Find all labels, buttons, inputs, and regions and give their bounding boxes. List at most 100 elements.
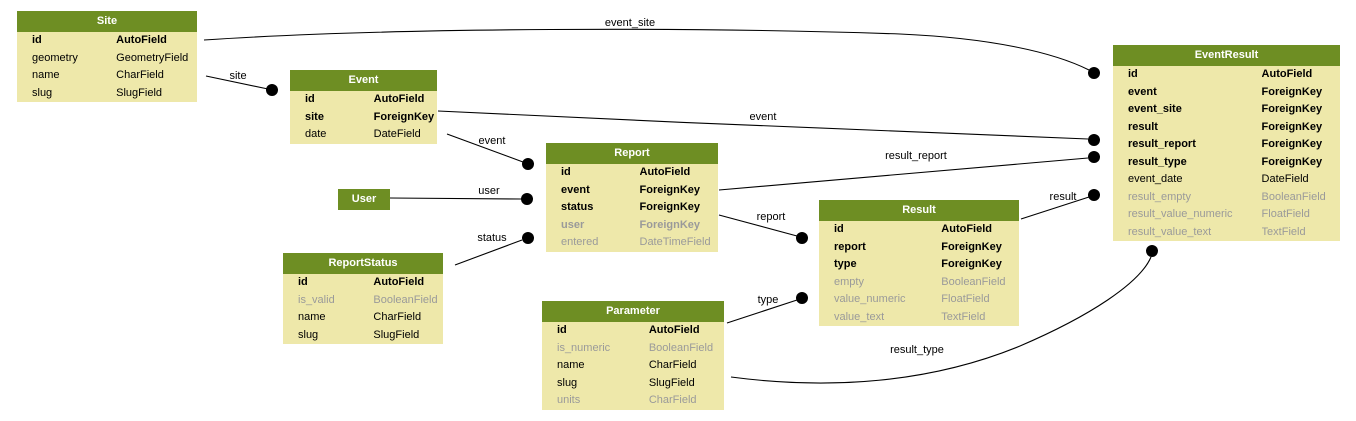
edge-endpoint-dot (1146, 245, 1158, 257)
field-type: AutoField (639, 166, 691, 178)
edge-line (437, 110, 1089, 140)
field-type: CharField (648, 359, 697, 371)
field-row: value_numeric FloatField (819, 291, 1019, 309)
entity-title: Result (819, 200, 1019, 221)
field-type: DateField (373, 128, 421, 140)
field-name: event_date (1128, 173, 1183, 185)
field-name: geometry (32, 51, 78, 64)
edge-user: user (389, 185, 533, 205)
edge-event-to-report: event (446, 133, 534, 170)
field-type: BooleanField (373, 293, 438, 306)
field-row: id AutoField (290, 91, 437, 109)
edge-endpoint-dot (796, 292, 808, 304)
edge-endpoint-dot (1088, 134, 1100, 146)
field-type: CharField (373, 311, 422, 323)
edge-label: report (757, 211, 786, 223)
field-type: AutoField (1261, 68, 1313, 80)
field-type: ForeignKey (1261, 155, 1323, 168)
edge-result-type: result_type (730, 245, 1158, 384)
field-name: result_type (1128, 155, 1187, 168)
entity-title: Event (290, 70, 437, 91)
edge-label: event_site (605, 17, 655, 29)
field-name: id (32, 34, 42, 46)
edge-status: status (454, 232, 534, 266)
edge-line (726, 299, 798, 324)
edge-line (454, 239, 523, 266)
entity-title: Site (17, 11, 197, 32)
field-type: BooleanField (1261, 190, 1326, 203)
field-name: result_value_text (1128, 225, 1212, 238)
field-row: is_valid BooleanField (283, 291, 443, 309)
edge-endpoint-dot (1088, 151, 1100, 163)
field-type: AutoField (373, 93, 425, 105)
edge-event-to-eventresult: event (437, 110, 1100, 146)
edge-result: result (1020, 189, 1100, 220)
field-type: ForeignKey (1261, 103, 1323, 115)
field-type: DateField (1261, 173, 1309, 185)
field-type: ForeignKey (941, 258, 1002, 270)
edge-endpoint-dot (1088, 189, 1100, 201)
field-row: name CharField (283, 309, 443, 327)
field-type: AutoField (373, 276, 425, 288)
edge-endpoint-dot (522, 232, 534, 244)
field-type: AutoField (941, 223, 993, 235)
field-type: BooleanField (648, 341, 714, 354)
field-name: event_site (1128, 103, 1182, 115)
field-type: ForeignKey (639, 218, 701, 231)
field-type: TextField (941, 310, 986, 323)
edge-result-report: result_report (718, 150, 1100, 191)
field-name: id (557, 324, 567, 336)
field-name: status (561, 201, 594, 213)
edge-label: user (478, 185, 500, 197)
field-name: units (557, 394, 581, 406)
edge-line (718, 157, 1089, 191)
field-type: ForeignKey (1261, 138, 1323, 150)
field-type: FloatField (941, 293, 990, 305)
field-type: ForeignKey (941, 240, 1002, 253)
field-name: name (32, 69, 60, 81)
field-name: date (305, 128, 327, 140)
entity-title: Report (546, 143, 718, 164)
edge-line (446, 133, 524, 163)
field-type: TextField (1261, 225, 1306, 238)
edge-line (1020, 196, 1090, 220)
field-row: user ForeignKey (546, 216, 718, 234)
field-name: name (298, 311, 326, 323)
field-name: user (561, 218, 585, 231)
field-name: id (834, 223, 844, 235)
field-name: value_numeric (834, 293, 906, 305)
field-name: result (1128, 120, 1158, 133)
field-name: is_valid (298, 293, 335, 306)
entity-title: User (338, 189, 390, 210)
entity-title: Parameter (542, 301, 724, 322)
edge-label: type (758, 294, 779, 306)
edge-endpoint-dot (521, 193, 533, 205)
field-name: slug (32, 86, 53, 99)
field-name: event (561, 183, 590, 196)
entity-title: EventResult (1113, 45, 1340, 66)
edge-type: type (726, 292, 808, 324)
field-name: id (305, 93, 315, 105)
field-name: type (834, 258, 857, 270)
